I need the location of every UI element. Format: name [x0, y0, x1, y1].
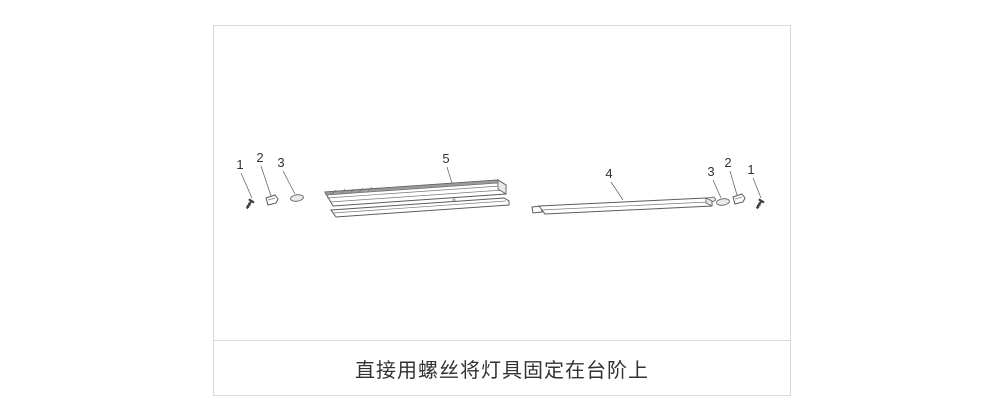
- hatching: [331, 186, 373, 195]
- leader-line-1-left: [240, 172, 253, 199]
- part-label-4: 4: [605, 166, 612, 181]
- part-screw-right: 1: [747, 162, 765, 210]
- leader-line-4: [610, 181, 624, 201]
- diagram-panel: 1 2: [213, 25, 791, 396]
- clip-icon-right: [732, 193, 746, 205]
- part-profile-secondary: 4: [531, 166, 717, 215]
- part-clip-left: 2: [256, 150, 279, 206]
- part-endcap-right: 3: [707, 164, 730, 206]
- exploded-view-area: 1 2: [214, 26, 790, 340]
- endcap-icon-left: [290, 194, 304, 202]
- leader-line-3-right: [712, 179, 722, 199]
- endcap-icon-right: [716, 198, 730, 206]
- part-label-2-right: 2: [724, 155, 731, 170]
- leader-line-1-right: [752, 177, 762, 199]
- leader-line-2-left: [260, 165, 272, 197]
- part-endcap-left: 3: [277, 155, 304, 202]
- caption-text: 直接用螺丝将灯具固定在台阶上: [355, 359, 649, 382]
- part-label-1-left: 1: [236, 157, 243, 172]
- part-label-5: 5: [442, 151, 449, 166]
- part-label-3-right: 3: [707, 164, 714, 179]
- part-screw-left: 1: [236, 157, 255, 210]
- leader-line-5: [446, 166, 453, 184]
- leader-line-2-right: [729, 170, 738, 196]
- caption-bar: 直接用螺丝将灯具固定在台阶上: [214, 340, 790, 395]
- exploded-view-diagram: 1 2: [236, 150, 765, 218]
- part-label-2-left: 2: [256, 150, 263, 165]
- part-profile-main: 5: [324, 151, 510, 218]
- part-label-1-right: 1: [747, 162, 754, 177]
- part-clip-right: 2: [724, 155, 746, 205]
- clip-icon-left: [265, 194, 279, 206]
- screw-icon-left: [245, 198, 255, 210]
- screw-icon-right: [755, 198, 765, 210]
- part-label-3-left: 3: [277, 155, 284, 170]
- leader-line-3-left: [282, 170, 296, 195]
